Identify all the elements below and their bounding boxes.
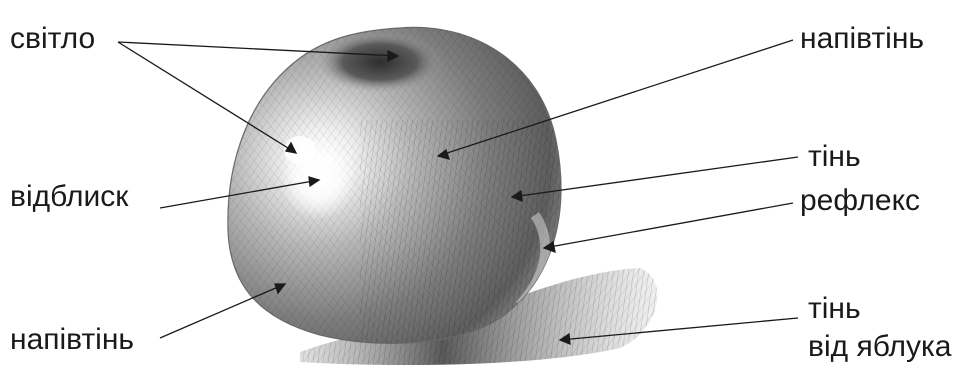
leader-reflex <box>544 203 793 248</box>
label-cast-shadow-line2: від яблука <box>808 328 952 366</box>
label-shadow: тінь <box>808 140 861 174</box>
label-highlight: відблиск <box>10 180 128 214</box>
leader-halftone-left <box>160 284 285 338</box>
label-halftone-right: напівтінь <box>800 22 924 56</box>
label-light: світло <box>10 22 95 56</box>
label-reflex: рефлекс <box>800 184 920 218</box>
label-cast-shadow-line1: тінь <box>808 290 952 328</box>
label-cast-shadow: тінь від яблука <box>808 290 952 366</box>
label-halftone-left: напівтінь <box>10 323 134 357</box>
